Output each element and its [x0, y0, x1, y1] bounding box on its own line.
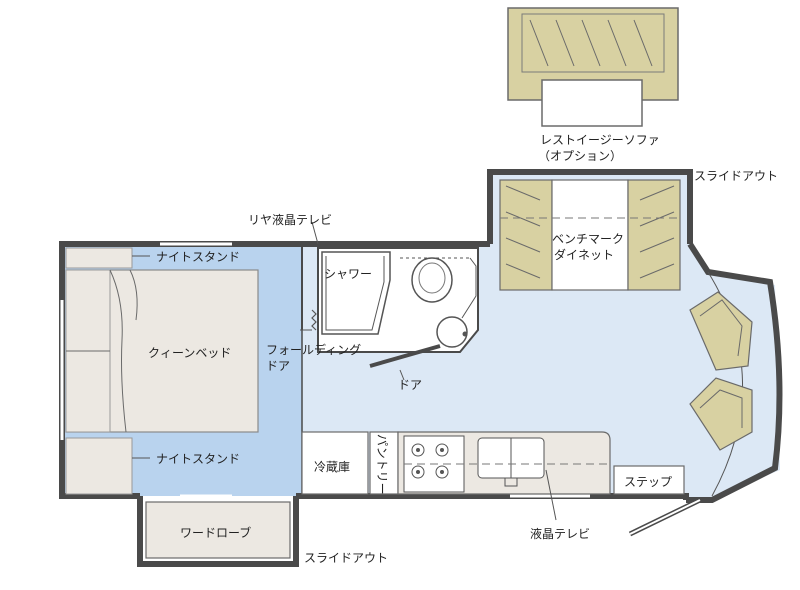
- bathroom-sink-icon: [436, 316, 468, 348]
- wardrobe-label: ワードローブ: [180, 525, 251, 540]
- bathroom-door: [369, 344, 441, 368]
- bench-dinette: [499, 179, 681, 291]
- rest-easy-sofa: [507, 7, 679, 127]
- front-cab-wall: [686, 242, 783, 503]
- bench-label-1: ベンチマーク: [552, 232, 624, 246]
- pantry: [369, 431, 399, 495]
- shower-label: シャワー: [324, 267, 372, 281]
- cab-seat-upper: [689, 291, 753, 371]
- fridge-label: 冷蔵庫: [314, 460, 350, 474]
- queen-bed-label: クィーンベッド: [148, 346, 231, 360]
- sofa-option-label: （オプション）: [538, 149, 622, 163]
- refrigerator: [301, 431, 369, 495]
- folding-door-icon: [311, 309, 317, 331]
- nightstand-bottom-label: ナイトスタンド: [156, 452, 240, 466]
- wardrobe: [145, 501, 291, 559]
- dinette-slideout-wall: [487, 169, 693, 244]
- rear-tv-label: リヤ液晶テレビ: [248, 212, 332, 227]
- door-label: ドア: [398, 378, 422, 392]
- nightstand-top: [65, 247, 133, 269]
- lcd-tv-label: 液晶テレビ: [530, 526, 590, 541]
- cab-seat-lower: [689, 377, 753, 451]
- folding-door-label-1: フォールディング: [266, 342, 361, 357]
- nightstand-bottom: [65, 437, 133, 495]
- folding-door-label-2: ドア: [266, 359, 290, 373]
- slideout-bottom-label: スライドアウト: [304, 551, 388, 565]
- shower-stall: [321, 251, 391, 335]
- entry-step: [613, 465, 685, 495]
- step-label: ステップ: [624, 475, 672, 489]
- wardrobe-slideout-wall: [137, 496, 299, 567]
- slideout-top-label: スライドアウト: [694, 169, 778, 183]
- kitchen-sink-icon: [477, 437, 545, 487]
- pantry-label: パントリー: [375, 434, 389, 495]
- nightstand-top-label: ナイトスタンド: [156, 250, 240, 264]
- sofa-label: レストイージーソファ: [540, 133, 660, 147]
- bench-label-2: ダイネット: [554, 247, 614, 262]
